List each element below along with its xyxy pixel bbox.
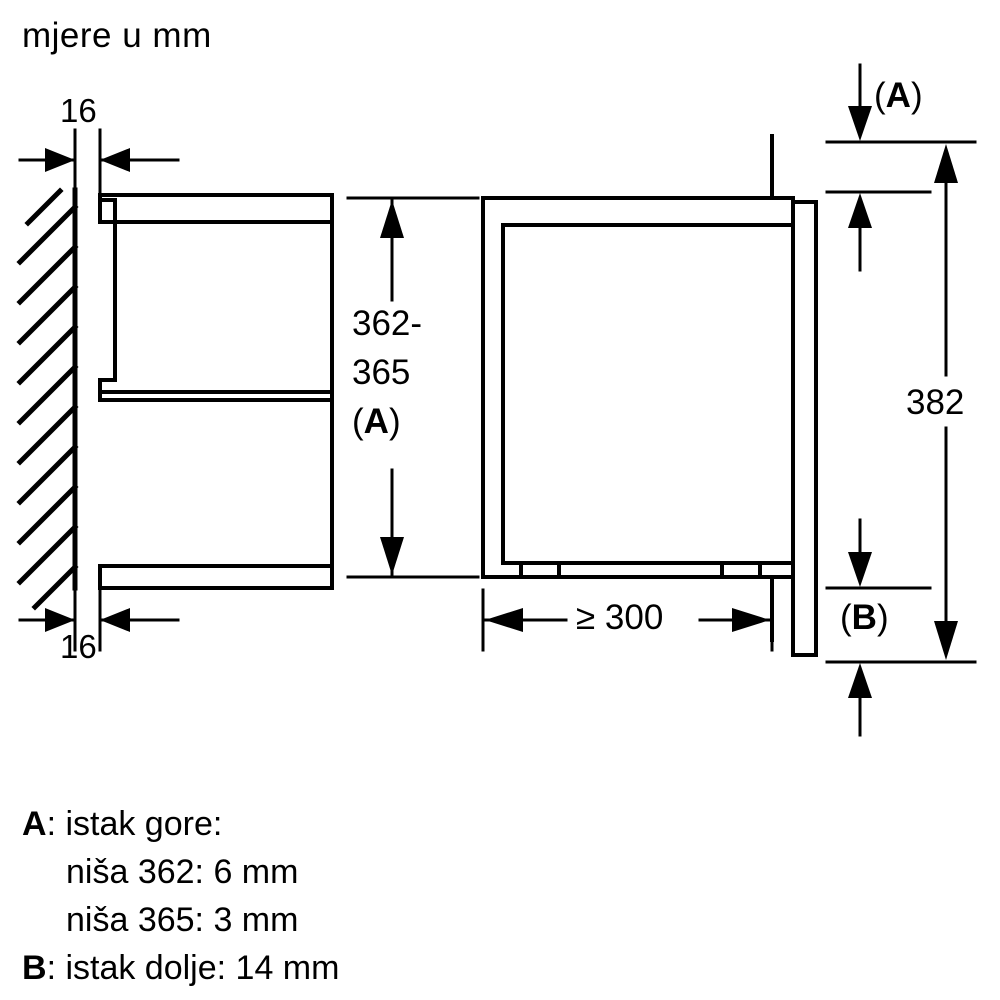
arrow-16-top-left bbox=[45, 148, 75, 172]
arrow-362-down bbox=[380, 537, 404, 575]
appliance-door-panel bbox=[791, 200, 818, 657]
arrow-382-up bbox=[934, 144, 958, 183]
cabinet-bottom-board bbox=[98, 564, 334, 590]
arrow-16-top-right bbox=[100, 148, 130, 172]
appliance-outer-top-wall bbox=[481, 134, 774, 200]
arrow-B-up bbox=[848, 663, 872, 698]
legend-row-a-line1: niša 362: 6 mm bbox=[66, 853, 299, 891]
left-cabinet-outline bbox=[98, 193, 334, 590]
arrow-300-left bbox=[485, 608, 523, 632]
dimension-label-niche-depth: ≥ 300 bbox=[576, 598, 664, 637]
dimension-label-niche-height-line1: 362- bbox=[352, 304, 423, 343]
arrow-16-bottom-left bbox=[45, 608, 75, 632]
dimension-label-16-bottom: 16 bbox=[60, 628, 97, 665]
cabinet-left-bracket bbox=[98, 198, 117, 382]
cabinet-middle-shelf bbox=[98, 390, 334, 402]
dimension-label-niche-height-ref: (A) bbox=[352, 402, 401, 441]
arrowheads-group bbox=[45, 106, 958, 698]
reference-label-b-bottom: (B) bbox=[840, 598, 889, 637]
legend-block: A: istak gore: niša 362: 6 mm niša 365: … bbox=[22, 800, 339, 992]
dimension-16-top bbox=[18, 128, 180, 197]
dimension-label-appliance-height: 382 bbox=[906, 383, 965, 422]
legend-b-title: : istak dolje: 14 mm bbox=[46, 949, 340, 987]
arrow-382-down bbox=[934, 621, 958, 660]
left-section-view bbox=[16, 63, 977, 737]
arrow-362-up bbox=[380, 200, 404, 238]
cabinet-top-board bbox=[98, 193, 334, 224]
reference-label-a-top: (A) bbox=[874, 76, 923, 115]
legend-row-a-title: A: istak gore: bbox=[22, 800, 339, 848]
right-section-view bbox=[481, 134, 818, 657]
legend-key-a: A bbox=[22, 805, 47, 843]
arrow-300-right bbox=[732, 608, 770, 632]
arrow-16-bottom-right bbox=[100, 608, 130, 632]
arrow-A-up bbox=[848, 193, 872, 228]
arrow-B-down bbox=[848, 552, 872, 587]
arrow-A-down bbox=[848, 106, 872, 141]
legend-key-b: B bbox=[22, 949, 47, 987]
wall-hatching-group bbox=[16, 187, 79, 611]
legend-row-a-line2: niša 365: 3 mm bbox=[66, 901, 299, 939]
legend-row-b: B: istak dolje: 14 mm bbox=[22, 944, 339, 992]
dimension-label-niche-height-line2: 365 bbox=[352, 353, 411, 392]
dimension-label-16-top: 16 bbox=[60, 92, 97, 129]
units-note: mjere u mm bbox=[22, 16, 212, 55]
legend-a-title: : istak gore: bbox=[46, 805, 223, 843]
